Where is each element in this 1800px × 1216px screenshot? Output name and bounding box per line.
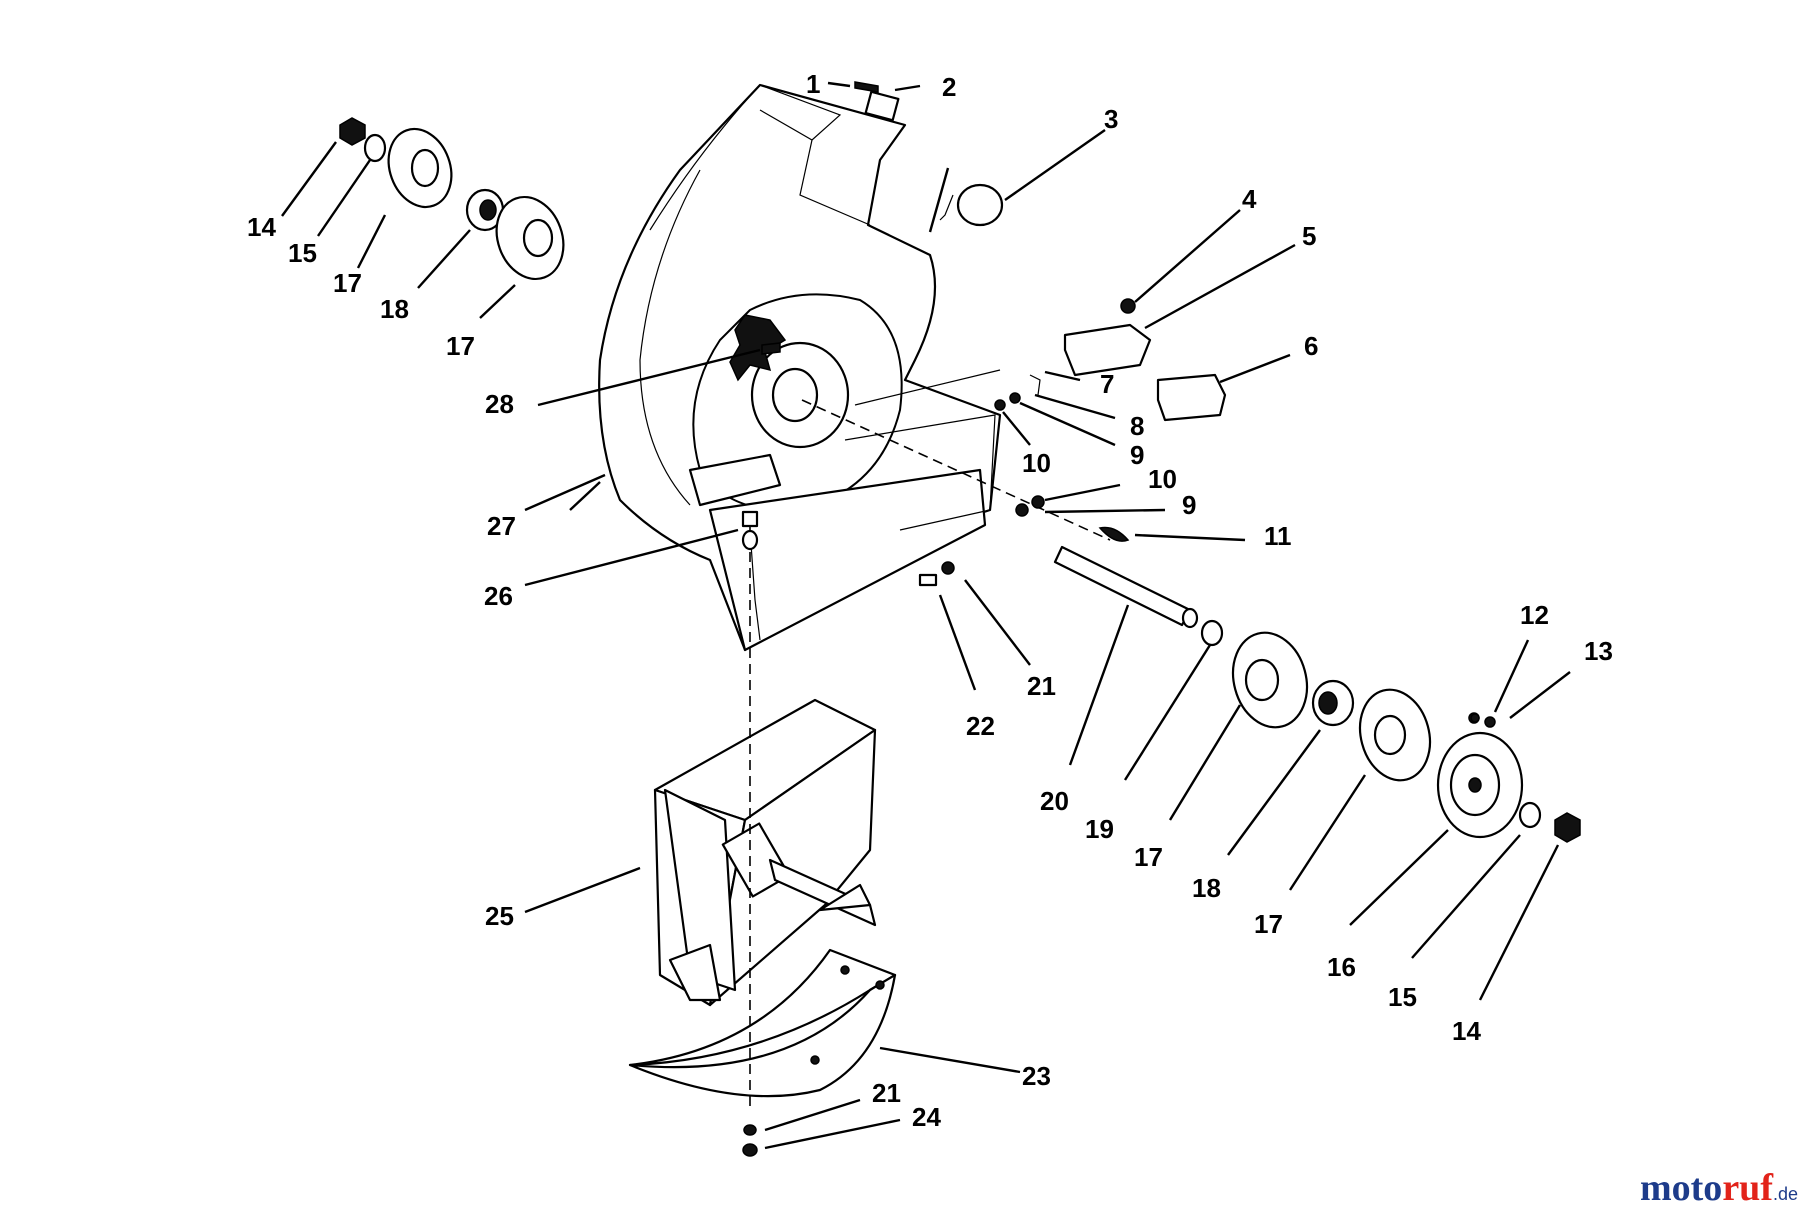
callout-21-upper: 21	[1027, 671, 1056, 701]
callout-23: 23	[1022, 1061, 1051, 1091]
callout-14-right: 14	[1452, 1016, 1481, 1046]
scraper-blade	[628, 948, 897, 1098]
svg-text:motoruf.de: motoruf.de	[1640, 1167, 1798, 1209]
callout-6: 6	[1304, 331, 1318, 361]
callout-12: 12	[1520, 600, 1549, 630]
callout-19: 19	[1085, 814, 1114, 844]
watermark-part2: ruf	[1722, 1167, 1774, 1209]
callout-18-right: 18	[1192, 873, 1221, 903]
watermark-suffix: .de	[1773, 1184, 1798, 1204]
leader-lines	[281, 81, 1571, 1150]
impeller-housing	[598, 83, 1002, 652]
callout-26: 26	[484, 581, 513, 611]
small-hardware	[741, 81, 1480, 1157]
impeller	[653, 698, 877, 1007]
callout-1: 1	[806, 69, 820, 99]
callout-24: 24	[912, 1102, 941, 1132]
callout-3: 3	[1104, 104, 1118, 134]
callout-8: 8	[1130, 411, 1144, 441]
callout-17-left-b: 17	[446, 331, 475, 361]
watermark-part1: moto	[1640, 1167, 1722, 1209]
callout-2: 2	[942, 72, 956, 102]
callout-9-lower: 9	[1182, 490, 1196, 520]
callout-13: 13	[1584, 636, 1613, 666]
callout-10-lower: 10	[1148, 464, 1177, 494]
watermark-logo: motoruf.de	[1640, 1167, 1798, 1209]
callout-14-left: 14	[247, 212, 276, 242]
callout-5: 5	[1302, 221, 1316, 251]
callout-16: 16	[1327, 952, 1356, 982]
left-bearing-stack	[339, 117, 565, 281]
right-bearing-stack	[1200, 619, 1581, 843]
callout-22: 22	[966, 711, 995, 741]
callout-20: 20	[1040, 786, 1069, 816]
callout-labels: 1 2 3 4 5 6 7 8 9 10 10 9 11 12 13 14 15…	[247, 69, 1613, 1132]
callout-21-lower: 21	[872, 1078, 901, 1108]
callout-28: 28	[485, 389, 514, 419]
callout-10-upper: 10	[1022, 448, 1051, 478]
callout-11: 11	[1264, 521, 1292, 551]
callout-18-left: 18	[380, 294, 409, 324]
callout-15-left: 15	[288, 238, 317, 268]
callout-17-right-a: 17	[1134, 842, 1163, 872]
callout-9-upper: 9	[1130, 440, 1144, 470]
callout-27: 27	[487, 511, 516, 541]
assembly-line-shaft	[801, 399, 1111, 541]
callout-15-right: 15	[1388, 982, 1417, 1012]
callout-17-left-a: 17	[333, 268, 362, 298]
impeller-shaft	[1053, 545, 1199, 629]
callout-25: 25	[485, 901, 514, 931]
callout-17-right-b: 17	[1254, 909, 1283, 939]
callout-4: 4	[1242, 184, 1257, 214]
callout-7: 7	[1100, 369, 1114, 399]
